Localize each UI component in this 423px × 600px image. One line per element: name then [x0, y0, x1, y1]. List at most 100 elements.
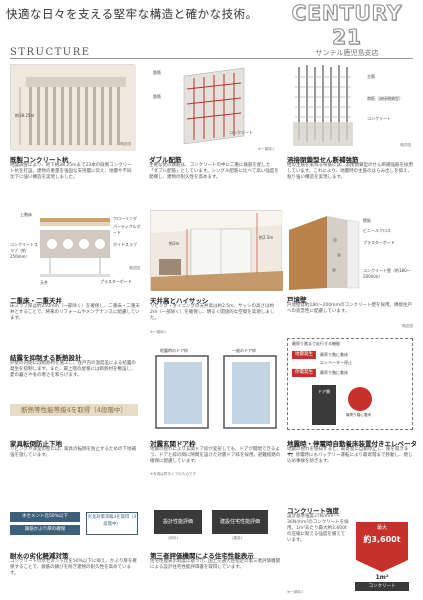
insulation-caption: 結露を抑制する断熱設計: [10, 354, 82, 362]
floor-label-flooring: フローリング: [113, 216, 137, 221]
brand-logo: CENTURY 21 サンテル鹿児島支店: [277, 1, 417, 58]
floor-label-upper: 上階床: [20, 212, 32, 217]
ceiling-height-label: 約2.5m: [259, 235, 274, 240]
pile-note: 概念図: [120, 142, 131, 146]
branch-name: サンテル鹿児島支店: [315, 49, 379, 57]
door-frame-illustration: 地震時のドア枠 一般のドア枠: [150, 348, 282, 430]
wc-ratio-box: 水セメント比50%以下: [10, 512, 80, 522]
double-rebar-diagram: [183, 67, 245, 145]
partition-label-plaster: プラスターボード: [363, 240, 395, 245]
ceiling-sash-illustration: 約2.5m 約2m: [150, 210, 283, 291]
flow-blackout: 停電発生: [292, 369, 316, 377]
concrete-mix-illustration: 水セメント比50%以下 鉄筋かぶり厚の確保 劣化対策等級3を取得（3段階中）: [10, 512, 138, 550]
floor-label-slab: コンクリートスラブ（約250mm）: [10, 242, 38, 259]
insulation-grade-banner: 断熱等性能等級4を取得（4段階中）: [10, 404, 138, 416]
construction-eval-sub: (建設): [232, 536, 242, 540]
strength-badge-graphic: [356, 522, 408, 572]
rebar-label-2: 鉄筋: [153, 94, 161, 99]
partition-label-concrete: コンクリート壁（約180〜200mm）: [363, 268, 411, 279]
floor-label-ceiling: 天井: [40, 280, 48, 285]
rebar-label-1: 鉄筋: [153, 70, 161, 75]
elevator-flow-title: 最寄り階まで走行する機能: [292, 341, 340, 346]
cover-box: 鉄筋かぶり厚の確保: [10, 525, 80, 535]
flow-arrive-2: 最寄り階に着床: [320, 370, 348, 375]
welded-hoop-description: 柱の主筋を束ねる帯筋には、溶接閉鎖型のせん断補強筋を採用しています。これにより、…: [287, 163, 413, 180]
pile-description: 地盤調査により、地下約38.25mまで23本の既製コンクリート杭を打設。建物の重…: [10, 163, 132, 180]
door-frame-caption: 対震玄関ドア枠: [150, 440, 196, 448]
floor-label-board: パーティクルボード: [113, 224, 141, 235]
furniture-caption: 家具転倒防止下地: [10, 440, 62, 448]
sash-height-label: 約2m: [169, 241, 180, 246]
elevator-car: ドア開: [312, 385, 336, 425]
door-label-seismic: 地震時のドア枠: [160, 348, 188, 353]
pile-caption: 既製コンクリート杭: [10, 156, 69, 164]
flow-arrive-1: 最寄り階に着床: [320, 352, 348, 357]
welded-hoop-diagram: [293, 65, 353, 146]
elevator-door-open: ドア開: [318, 389, 330, 394]
elevator-arrive-badge: [348, 387, 372, 411]
elevator-description: 地震の揺れを感知すると、最寄階に自動停止し、扉を開きます。停電時にもバッテリー運…: [287, 447, 413, 464]
partition-caption: 戸境壁: [287, 296, 307, 304]
partition-note: 概念図: [402, 324, 413, 328]
unit-sub: コンクリート: [355, 582, 409, 591]
concrete-strength-description: 設計基準強度27N/mm²〜36N/mm²のコンクリートを採用。1m²あたり最大…: [287, 514, 349, 543]
floor-label-void: ボイドスラブ: [113, 242, 137, 247]
unit-label: 1m²: [375, 574, 389, 581]
furniture-description: リビングや洋室の壁には、家具の転倒を防止するための下地補強を施しています。: [10, 447, 136, 458]
section-title: STRUCTURE: [10, 47, 91, 58]
partition-label-vinyl: ビニールクロス: [363, 228, 391, 233]
double-floor-illustration: 上階床 フローリング パーティクルボード コンクリートスラブ（約250mm） ボ…: [10, 210, 141, 290]
double-floor-description: 床スラブ厚は約250mm（一部除く）を確保し、二重床・二重天井とすることで、将来…: [10, 304, 140, 321]
door-frame-note: ※写真は同タイプのものです: [150, 472, 197, 476]
double-rebar-illustration: 鉄筋 鉄筋 コンクリート: [149, 64, 274, 146]
welded-hoop-caption: 溶接閉鎖型せん断補強筋: [287, 156, 359, 164]
double-rebar-caption: ダブル配筋: [149, 156, 182, 164]
flow-earthquake: 地震発生: [292, 351, 316, 359]
badge-top: 最大: [376, 525, 387, 531]
evaluation-marks: 設計性能評価 建設住宅性能評価 (設計) (建設): [150, 510, 282, 544]
floor-label-plaster: プラスターボード: [100, 279, 132, 284]
elevator-caption: 地震時・停電時自動着床装置付きエレベーター: [287, 440, 417, 458]
design-eval-sub: (設計): [168, 536, 178, 540]
hoop-label-concrete: コンクリート: [367, 116, 391, 121]
partition-illustration: 壁紙 ビニールクロス プラスターボード コンクリート壁（約180〜200mm）: [287, 210, 413, 292]
ceiling-sash-diagram: [151, 211, 283, 291]
concrete-mix-caption: 耐水の劣化軽減対策: [10, 552, 69, 560]
welded-hoop-illustration: 主筋 帯筋（溶接閉鎖型） コンクリート 概念図: [287, 62, 413, 148]
construction-eval-mark: 建設住宅性能評価: [212, 510, 268, 534]
pile-diagram: [11, 65, 136, 151]
double-rebar-note: ※一部除く: [258, 147, 276, 151]
ceiling-sash-note: ※一部除く: [150, 330, 168, 334]
hoop-label-hoop: 帯筋（溶接閉鎖型）: [367, 96, 403, 101]
partition-description: 戸境壁は約180〜200mmのコンクリート壁を採用。隣接住戸への遮音性に配慮して…: [287, 303, 412, 314]
door-label-normal: 一般のドア枠: [232, 348, 256, 353]
pile-illustration: 約38.25m 概念図: [10, 64, 136, 151]
partition-label-wallpaper: 壁紙: [363, 218, 371, 223]
hoop-note: 概念図: [400, 143, 411, 147]
evaluation-caption: 第三者評価機関による住宅性能表示: [150, 552, 254, 560]
evaluation-description: 住宅性能表示制度に基づき、国土交通大臣指定の第三者評価機関による設計住宅性能評価…: [150, 559, 281, 570]
concrete-strength-caption: コンクリート強度: [287, 507, 339, 515]
flow-stop: エレベーター停止: [320, 360, 352, 365]
section-divider: [10, 58, 413, 59]
hoop-label-main: 主筋: [367, 74, 375, 79]
partition-diagram: [289, 216, 360, 290]
rebar-label-concrete: コンクリート: [229, 130, 253, 135]
elevator-flow-box: 最寄り階まで走行する機能 地震発生 最寄り階に着床 エレベーター停止 停電発生 …: [287, 338, 413, 430]
pile-depth-label: 約38.25m: [15, 113, 35, 118]
concrete-mix-description: コンクリートの水セメント比を50%以下に抑え、かぶり厚を確保することで、鉄筋の錆…: [10, 559, 137, 576]
concrete-strength-note: ※一部除く: [287, 590, 305, 594]
double-floor-note: 概念図: [129, 266, 140, 270]
double-floor-diagram: [40, 218, 110, 277]
double-rebar-description: 主要な壁の鉄筋は、コンクリートの中に二重に鉄筋を配した「ダブル配筋」としています…: [149, 163, 279, 180]
door-frame-description: 地震の揺れにより玄関ドア枠が変形しても、ドアが開閉できるよう、ドアと枠の間に隙間…: [150, 447, 281, 464]
design-eval-mark: 設計性能評価: [154, 510, 202, 534]
insulation-description: 外壁の内側には断熱材を施工し、住戸内の温度差による結露の発生を抑制します。また、…: [10, 361, 136, 378]
strength-badge: 最大 約3,600t: [352, 520, 412, 580]
double-floor-caption: 二重床・二重天井: [10, 297, 62, 305]
door-frame-diagram: [155, 355, 277, 429]
badge-value: 約3,600t: [363, 535, 401, 544]
durability-grade-box: 劣化対策等級3を取得（3段階中）: [86, 512, 138, 535]
page-tagline: 快適な日々を支える堅牢な構造と確かな技術。: [6, 7, 258, 21]
ceiling-sash-caption: 天井高とハイサッシ: [150, 297, 209, 305]
